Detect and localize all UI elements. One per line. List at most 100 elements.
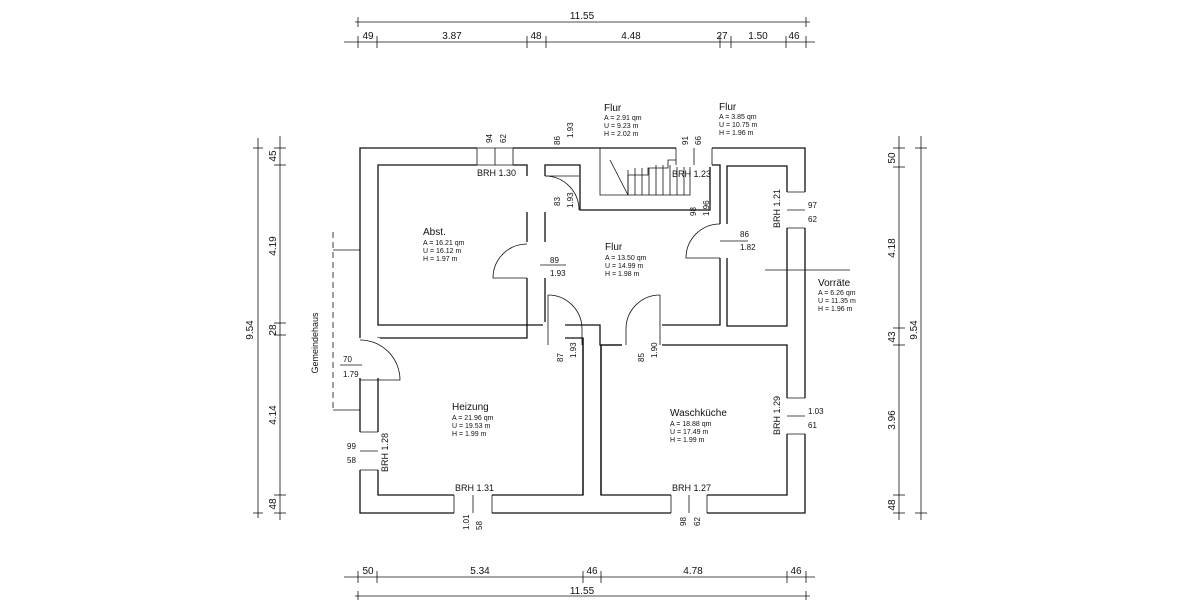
sill-height-labels: BRH 1.30 BRH 1.23 BRH 1.21 BRH 1.28 BRH … [380,168,782,493]
dim-right-seg-1: 50 [887,152,898,164]
room-name: Abst. [423,227,446,238]
room-height: H = 1.98 m [605,271,640,278]
flur-window-top-width: 91 [681,136,690,145]
brh-heizung-bottom: BRH 1.31 [455,483,494,493]
room-flur-right: Flur A = 3.85 qm U = 10.75 m H = 1.96 m [719,102,757,137]
brh-abst: BRH 1.30 [477,168,516,178]
flur-door-top-width: 86 [553,136,562,145]
vorraete-window-width: 97 [808,201,817,210]
dim-top-seg-5: 27 [716,31,728,42]
dim-top-seg-7: 46 [788,31,800,42]
dim-top-seg-1: 49 [362,31,374,42]
room-perimeter: U = 11.35 m [818,298,856,305]
dimension-bottom: 50 5.34 46 4.78 46 11.55 [344,566,815,600]
brh-flur-top: BRH 1.23 [672,169,711,179]
abst-door-width: 83 [553,197,562,206]
heizung-window-bottom-height: 58 [475,521,484,530]
gemeindehaus-label: Gemeindehaus [310,312,320,374]
room-height: H = 1.96 m [719,130,754,137]
entrance-door-height: 1.79 [343,370,359,379]
dim-bottom-seg-1: 50 [362,566,374,577]
flur-door-top-height: 1.93 [566,122,575,138]
room-name: Flur [719,102,737,113]
abst-window-height: 62 [499,134,508,143]
room-heizung: Heizung A = 21.96 qm U = 19.53 m H = 1.9… [452,402,494,438]
dim-bottom-seg-2: 5.34 [470,566,490,577]
wasch-window-right-width: 1.03 [808,407,824,416]
brh-vorraete: BRH 1.21 [772,189,782,228]
room-name: Heizung [452,402,489,413]
dim-top-seg-6: 1.50 [748,31,768,42]
room-name: Waschküche [670,408,727,419]
dim-left-seg-5: 48 [268,498,279,510]
wasch-window-right-height: 61 [808,421,817,430]
room-perimeter: U = 19.53 m [452,423,490,430]
room-name: Flur [604,103,622,114]
dim-top-seg-4: 4.48 [621,31,641,42]
dim-right-seg-3: 43 [887,331,898,343]
room-area: A = 3.85 qm [719,114,757,121]
room-area: A = 16.21 qm [423,240,465,247]
room-abst: Abst. A = 16.21 qm U = 16.12 m H = 1.97 … [423,227,465,263]
dim-top-seg-2: 3.87 [442,31,462,42]
dim-bottom-seg-5: 46 [790,566,802,577]
room-waschkueche: Waschküche A = 18.88 qm U = 17.49 m H = … [670,408,727,444]
room-perimeter: U = 9.23 m [604,123,639,130]
dim-right-total: 9.54 [909,320,920,340]
room-name: Vorräte [818,278,851,289]
entrance-door-width: 70 [343,355,352,364]
room-flur-stair: Flur A = 2.91 qm U = 9.23 m H = 2.02 m [604,103,642,138]
vorraete-door-width: 86 [740,230,749,239]
dimension-top: 11.55 49 3.87 48 4.48 27 1.50 46 [344,11,815,48]
dim-right-seg-2: 4.18 [887,238,898,258]
room-height: H = 1.99 m [670,437,705,444]
stair-window-height: 1.96 [702,200,711,216]
dim-bottom-seg-3: 46 [586,566,598,577]
room-area: A = 21.96 qm [452,415,494,422]
dim-left-seg-2: 4.19 [268,236,279,256]
room-height: H = 1.96 m [818,306,853,313]
dimension-left: 9.54 45 4.19 28 4.14 48 [245,136,286,520]
room-perimeter: U = 10.75 m [719,122,757,129]
doors [358,175,850,381]
heizung-door-width: 87 [556,353,565,362]
wasch-window-bottom-height: 62 [693,517,702,526]
dim-top-seg-3: 48 [530,31,542,42]
heizung-window-left-width: 99 [347,442,356,451]
brh-wasch-bottom: BRH 1.27 [672,483,711,493]
dim-right-seg-4: 3.96 [887,410,898,430]
wasch-door-width: 85 [637,353,646,362]
dim-left-seg-1: 45 [268,150,279,162]
dim-bottom-total: 11.55 [570,586,595,597]
neighbour-marking: Gemeindehaus [310,232,360,412]
windows [358,146,807,515]
room-perimeter: U = 17.49 m [670,429,708,436]
dim-bottom-seg-4: 4.78 [683,566,703,577]
room-name: Flur [605,242,623,253]
vorraete-window-height: 62 [808,215,817,224]
dim-left-seg-4: 4.14 [268,405,279,425]
dim-left-seg-3: 28 [268,324,279,336]
room-area: A = 2.91 qm [604,115,642,122]
heizung-window-bottom-width: 1.01 [462,514,471,530]
flur-door-mid-width: 89 [550,256,559,265]
room-height: H = 2.02 m [604,131,639,138]
room-area: A = 6.26 qm [818,290,856,297]
abst-door-height: 1.93 [566,192,575,208]
vorraete-door-height: 1.82 [740,243,756,252]
room-perimeter: U = 16.12 m [423,248,461,255]
room-height: H = 1.97 m [423,256,458,263]
dim-left-total: 9.54 [245,320,256,340]
abst-window-width: 94 [485,134,494,143]
room-flur-main: Flur A = 13.50 qm U = 14.99 m H = 1.98 m [605,242,647,278]
room-perimeter: U = 14.99 m [605,263,643,270]
brh-wasch-right: BRH 1.29 [772,396,782,435]
heizung-window-left-height: 58 [347,456,356,465]
room-vorraete: Vorräte A = 6.26 qm U = 11.35 m H = 1.96… [818,278,856,313]
dimension-right: 50 4.18 43 3.96 48 9.54 [887,136,927,520]
flur-door-mid-height: 1.93 [550,269,566,278]
walls [359,147,806,514]
stair-window-width: 98 [689,207,698,216]
wasch-door-height: 1.90 [650,342,659,358]
